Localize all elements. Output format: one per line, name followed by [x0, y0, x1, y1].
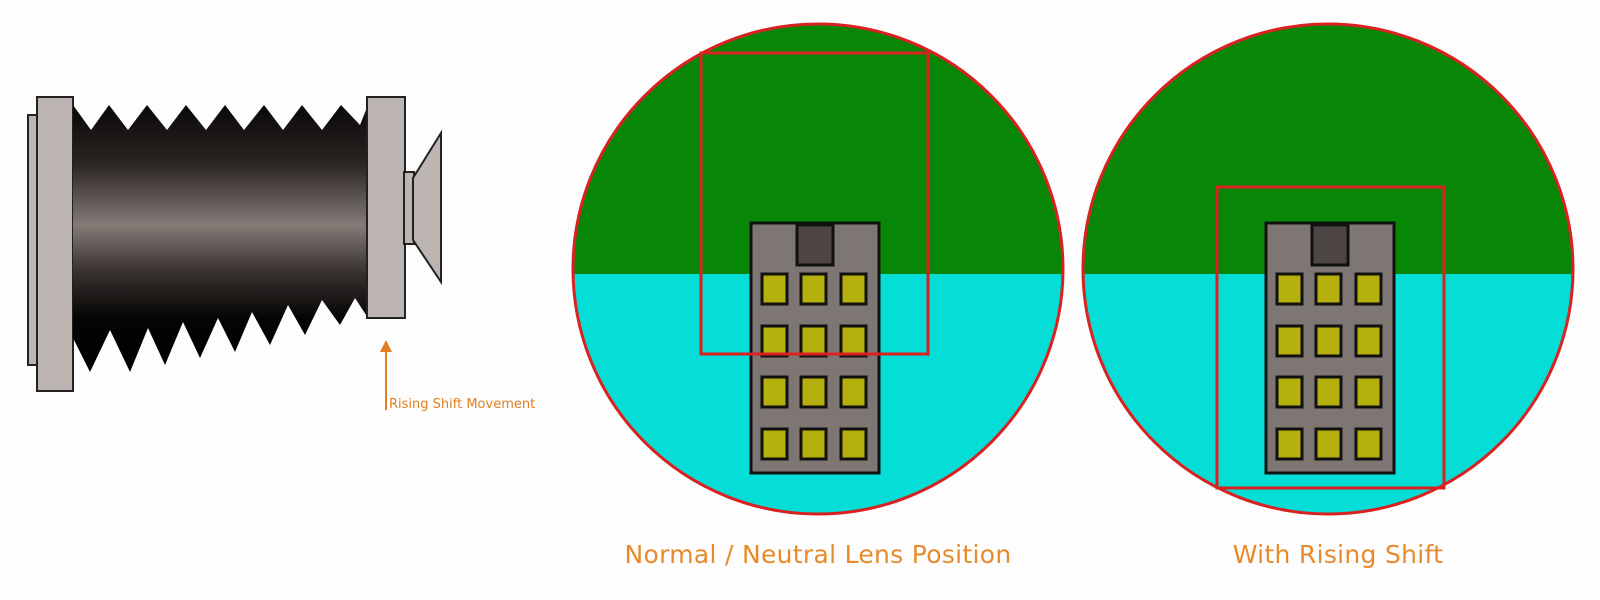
- rear-standard: [36, 96, 74, 392]
- lens-icon: [412, 129, 442, 286]
- image-circle-outline: [1081, 22, 1575, 516]
- building-door: [795, 223, 835, 267]
- view-camera-illustration: [27, 96, 442, 410]
- normal-position-caption: Normal / Neutral Lens Position: [624, 540, 1012, 569]
- image-circle-outline: [571, 22, 1065, 516]
- building-icon: [1264, 221, 1396, 475]
- rising-shift-circle: [1081, 22, 1575, 516]
- rising-shift-caption: With Rising Shift: [1232, 540, 1444, 569]
- frame-outline-neutral: [699, 51, 930, 356]
- building-windows: [760, 272, 868, 461]
- bellows: [73, 105, 368, 372]
- rising-shift-movement-label: Rising Shift Movement: [389, 397, 536, 412]
- building-windows: [1275, 272, 1383, 461]
- front-standard: [366, 96, 406, 319]
- building-icon: [749, 221, 881, 475]
- building-door: [1310, 223, 1350, 267]
- frame-outline-shifted: [1215, 185, 1446, 490]
- normal-lens-circle: [571, 22, 1065, 516]
- rising-shift-arrow-head: [380, 340, 392, 352]
